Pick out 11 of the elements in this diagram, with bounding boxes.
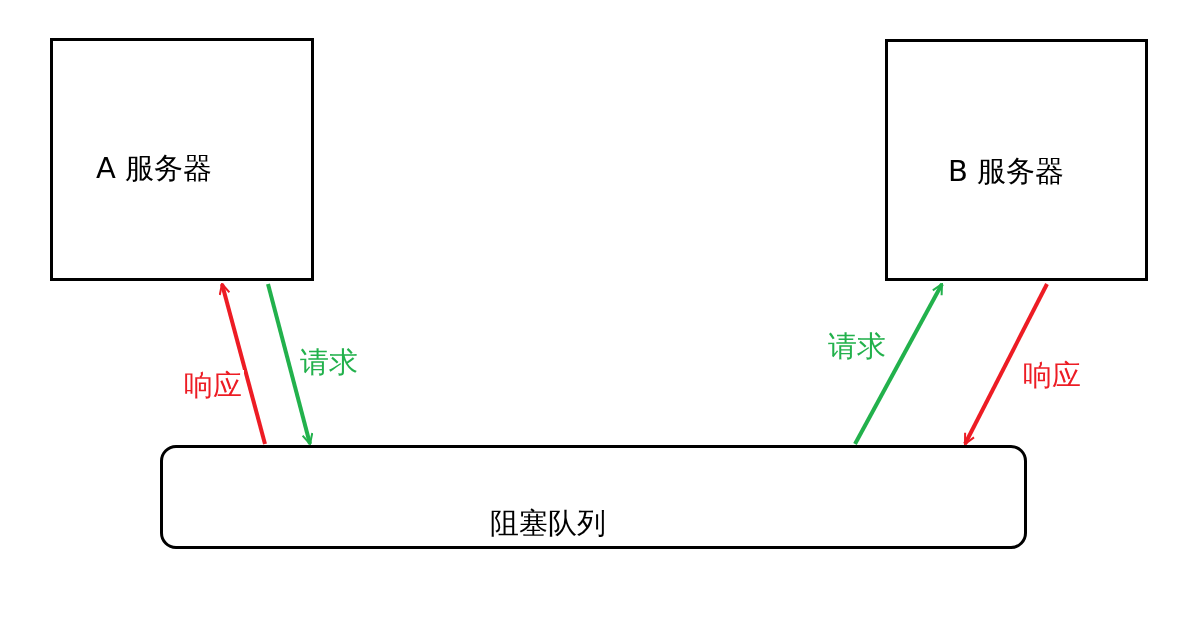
arrow	[266, 283, 314, 445]
server-box: A 服务器	[50, 38, 314, 281]
edge-label: 响应	[182, 370, 244, 402]
edge-label: 响应	[1021, 360, 1083, 392]
edge-label: 请求	[826, 331, 888, 363]
queue-box: 阻塞队列	[160, 445, 1027, 549]
server-box: B 服务器	[885, 39, 1148, 281]
arrow	[853, 283, 944, 445]
arrow	[963, 283, 1049, 445]
edge-label: 请求	[298, 347, 360, 379]
arrow	[218, 283, 267, 445]
